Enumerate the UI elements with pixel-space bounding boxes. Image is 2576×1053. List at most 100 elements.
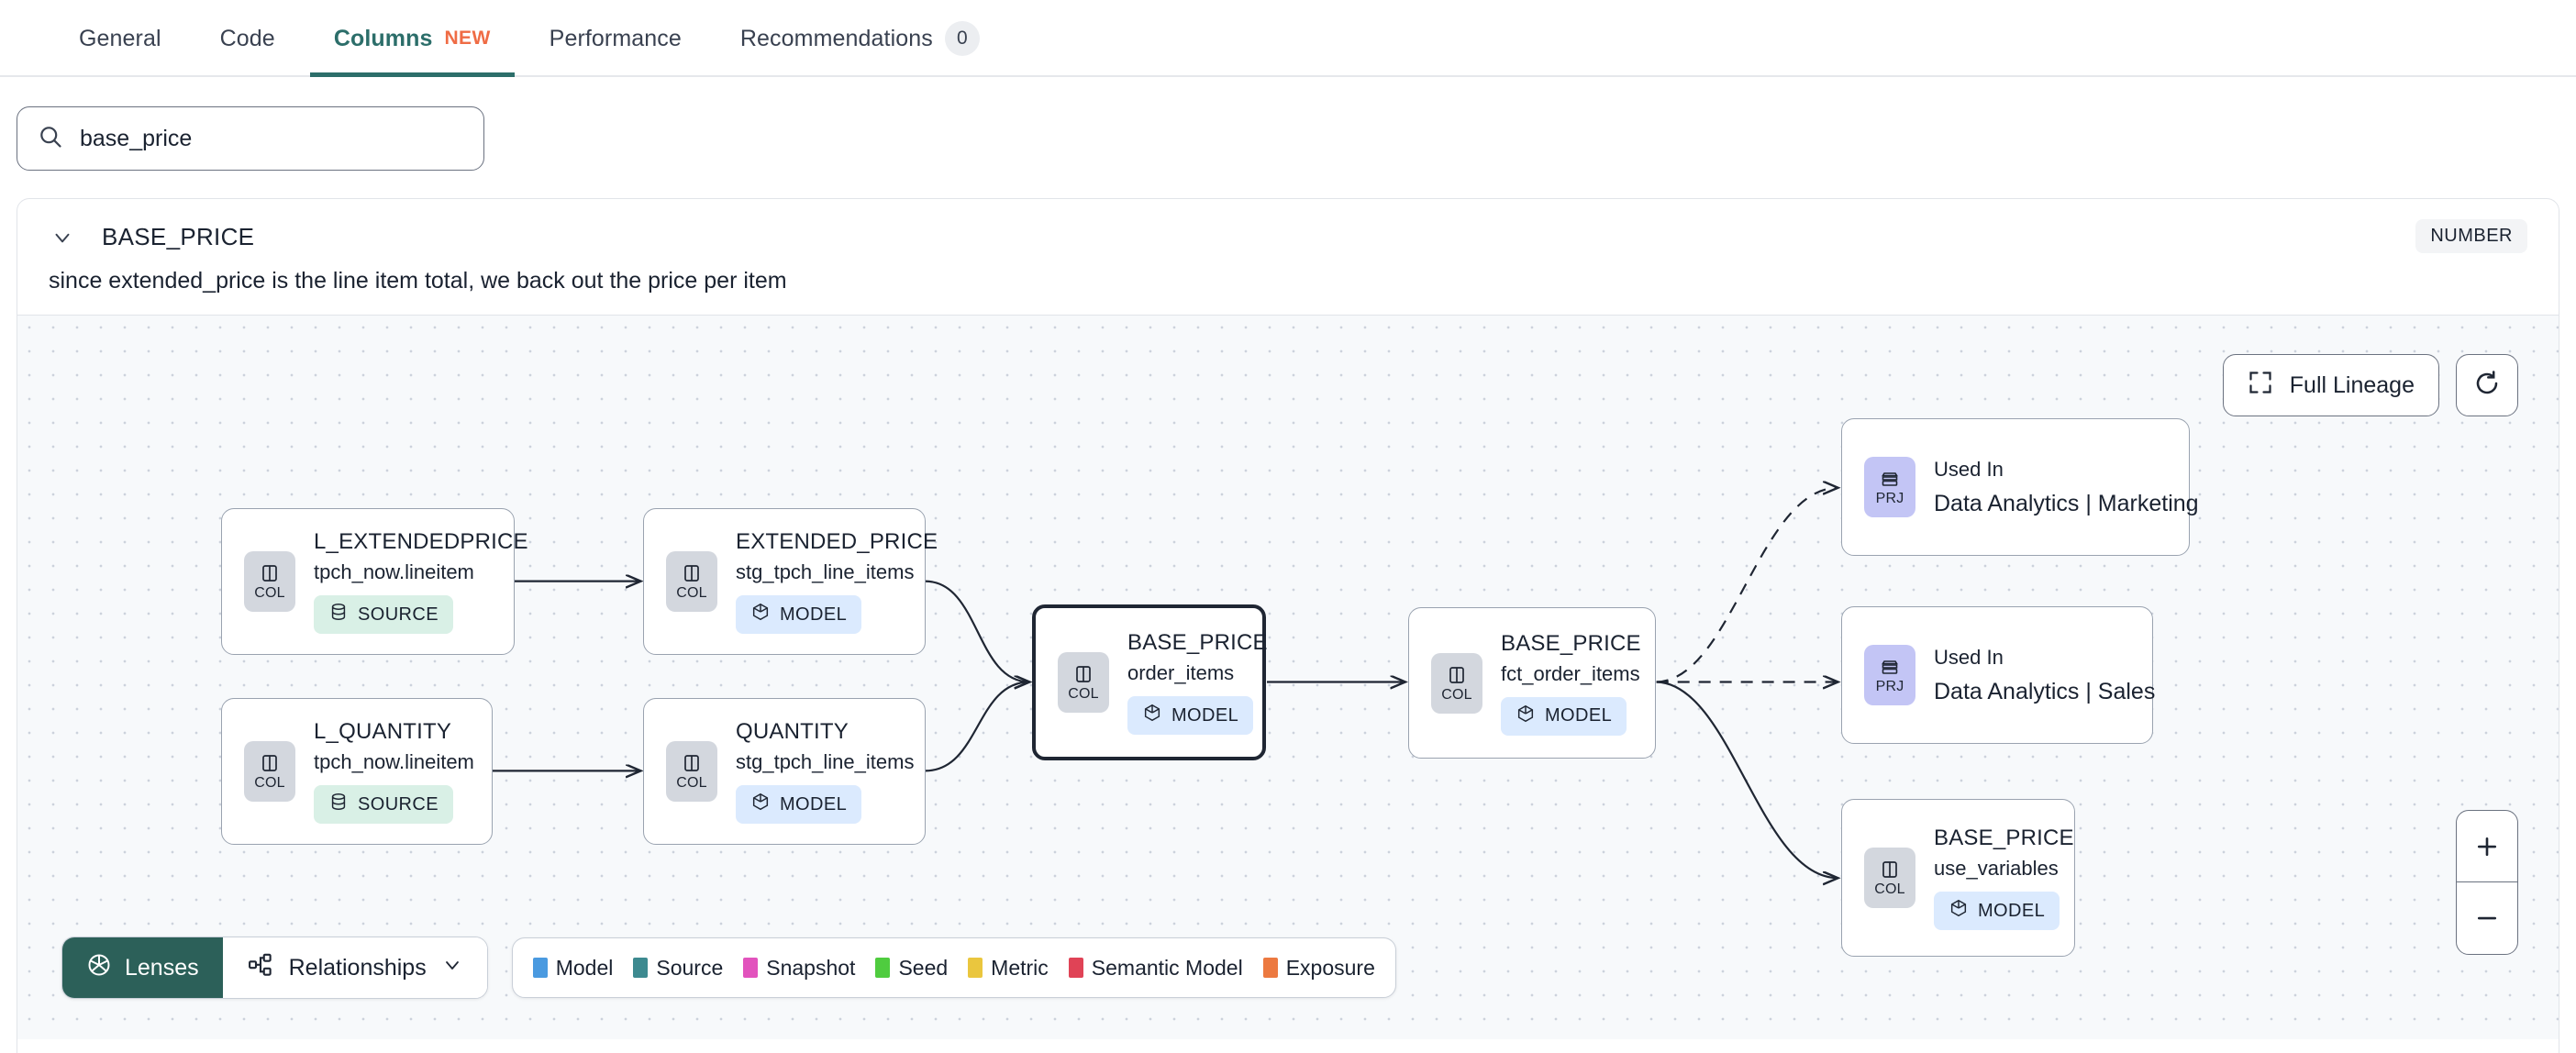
expand-icon [2248, 370, 2273, 402]
tab-recommendations[interactable]: Recommendations 0 [711, 0, 1009, 77]
zoom-in-button[interactable] [2457, 811, 2517, 882]
legend-swatch [968, 958, 983, 978]
node-type-badge: SOURCE [314, 785, 453, 824]
chip-label: COL [1068, 686, 1099, 702]
tab-performance[interactable]: Performance [520, 0, 711, 77]
node-subtitle: tpch_now.lineitem [314, 560, 474, 583]
legend-swatch [1262, 958, 1278, 978]
relationships-button[interactable]: Relationships [222, 937, 487, 998]
node-type-badge-label: SOURCE [358, 793, 439, 815]
column-chip-icon: COL [666, 741, 717, 802]
tab-label: Columns [333, 25, 433, 51]
lineage-edge-extended_price-to-base_price_order_items [925, 580, 1029, 682]
node-title: BASE_PRICE [1501, 630, 1641, 656]
full-lineage-button[interactable]: Full Lineage [2222, 354, 2439, 416]
lineage-node-used_in_sales[interactable]: PRJ Used In Data Analytics | Sales [1841, 606, 2155, 744]
legend-label: Seed [898, 955, 949, 980]
column-header: BASE_PRICE NUMBER [17, 199, 2559, 253]
node-subtitle: use_variables [1934, 857, 2059, 880]
recommendations-count-badge: 0 [944, 21, 980, 56]
column-chip-icon: COL [1058, 652, 1109, 713]
chip-label: COL [1441, 686, 1472, 703]
node-body: Used In Data Analytics | Sales [1915, 646, 2171, 705]
source-icon [328, 602, 349, 627]
search-box[interactable] [17, 106, 484, 171]
chip-label: COL [676, 775, 707, 791]
legend-label: Semantic Model [1091, 955, 1243, 980]
canvas-top-controls: Full Lineage [2222, 354, 2518, 416]
tab-label: Code [219, 25, 275, 51]
legend-label: Source [656, 955, 724, 980]
tab-code[interactable]: Code [191, 0, 305, 77]
lenses-button[interactable]: Lenses [62, 937, 223, 998]
canvas-bottom-toolbar: Lenses Relationships [61, 937, 1396, 999]
tab-general[interactable]: General [50, 0, 191, 77]
chip-label: PRJ [1875, 679, 1904, 694]
chip-label: COL [254, 775, 285, 791]
column-chip-icon: COL [244, 741, 295, 802]
legend-item-model: Model [532, 956, 613, 981]
node-project-name: Data Analytics | Marketing [1934, 490, 2199, 516]
page-title: BASE_PRICE [102, 223, 255, 250]
relationships-label: Relationships [288, 954, 427, 981]
chip-label: COL [676, 585, 707, 601]
column-panel: BASE_PRICE NUMBER since extended_price i… [17, 198, 2559, 1053]
node-type-badge: MODEL [1934, 892, 2060, 930]
model-icon [750, 792, 771, 817]
search-icon [38, 124, 63, 154]
project-chip-icon: PRJ [1864, 457, 1915, 517]
lenses-relationships-group: Lenses Relationships [61, 937, 488, 999]
search-input[interactable] [80, 125, 463, 152]
legend-swatch [875, 958, 891, 978]
legend-swatch [1068, 958, 1083, 978]
node-type-badge-label: MODEL [780, 604, 848, 625]
node-subtitle: tpch_now.lineitem [314, 750, 474, 773]
tab-new-badge: NEW [444, 28, 491, 49]
model-icon [750, 602, 771, 627]
tab-columns[interactable]: Columns NEW [305, 0, 520, 77]
node-title: QUANTITY [736, 719, 849, 744]
legend-swatch [743, 958, 759, 978]
node-type-badge-label: MODEL [780, 793, 848, 815]
legend-swatch [633, 958, 649, 978]
model-icon [1516, 704, 1536, 729]
chevron-down-icon[interactable] [49, 226, 76, 249]
column-chip-icon: COL [1431, 652, 1482, 714]
node-title: BASE_PRICE [1934, 826, 2074, 850]
legend-label: Metric [991, 955, 1049, 980]
legend-item-seed: Seed [875, 956, 948, 981]
node-title: EXTENDED_PRICE [736, 529, 938, 554]
node-used-in-label: Used In [1934, 645, 2004, 669]
column-description: since extended_price is the line item to… [49, 268, 787, 294]
zoom-out-button[interactable] [2457, 882, 2517, 954]
search-row [0, 77, 2576, 171]
tab-bar: General Code Columns NEW Performance Rec… [0, 0, 2576, 77]
node-title: BASE_PRICE [1127, 630, 1268, 655]
legend-item-snapshot: Snapshot [743, 956, 855, 981]
legend-item-semantic-model: Semantic Model [1068, 955, 1243, 981]
node-subtitle: order_items [1127, 661, 1235, 684]
tab-label: General [79, 25, 161, 51]
node-type-badge: MODEL [736, 595, 862, 634]
node-type-badge: MODEL [736, 785, 862, 824]
node-project-name: Data Analytics | Sales [1934, 678, 2156, 704]
node-type-legend: Model Source Snapshot Seed Metric Semantic Mo… [511, 937, 1396, 998]
chevron-down-icon [441, 954, 463, 982]
refresh-button[interactable] [2456, 354, 2518, 416]
full-lineage-label: Full Lineage [2289, 371, 2415, 398]
lineage-edge-base_price_fct_order_items-to-base_price_use_variables [1656, 681, 1838, 878]
